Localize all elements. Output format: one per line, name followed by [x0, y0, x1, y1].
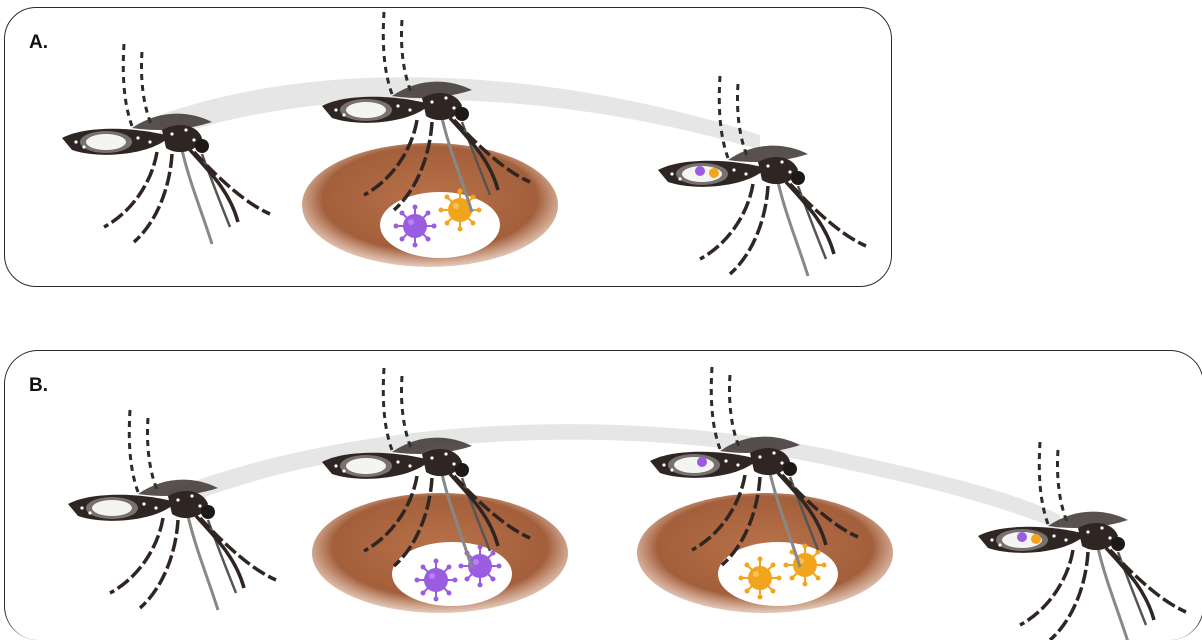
skin-patch-b2 — [637, 493, 893, 613]
mosquito-icon — [62, 44, 270, 244]
flight-path-b — [170, 424, 1060, 530]
orange-virus-icon — [1031, 534, 1041, 544]
orange-virus-icon — [709, 168, 719, 178]
purple-virus-icon — [697, 457, 707, 467]
purple-virus-icon — [1017, 532, 1027, 542]
skin-patch-a — [302, 143, 558, 267]
mosquito-icon-infected-dual — [658, 76, 866, 276]
skin-patch-b1 — [312, 493, 568, 613]
mosquito-icon — [658, 76, 866, 276]
purple-virus-icon — [695, 166, 705, 176]
illustration — [0, 0, 1202, 627]
mosquito-icon — [978, 442, 1186, 640]
mosquito-icon-infected-dual — [978, 442, 1186, 640]
mosquito-icon — [68, 410, 276, 610]
